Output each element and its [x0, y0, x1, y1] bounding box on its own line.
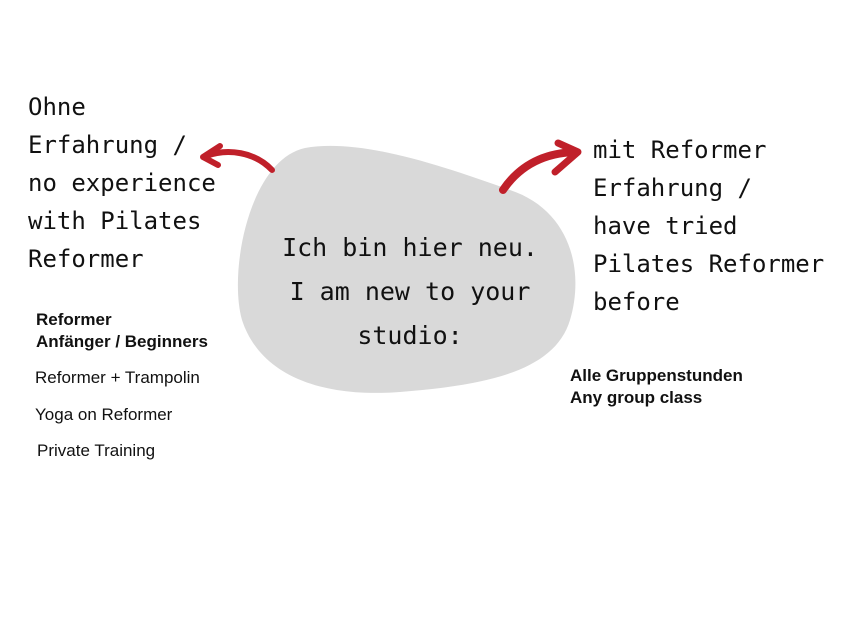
- left-heading: Ohne Erfahrung / no experience with Pila…: [28, 88, 216, 278]
- right-primary-class: Alle Gruppenstunden Any group class: [570, 365, 743, 409]
- arrow-right-icon: [499, 148, 579, 194]
- right-heading: mit Reformer Erfahrung / have tried Pila…: [593, 131, 824, 321]
- left-heading-line: Ohne: [28, 93, 86, 121]
- class-item: Reformer + Trampolin: [35, 368, 200, 387]
- left-heading-line: no experience: [28, 169, 216, 197]
- class-item: Private Training: [37, 441, 156, 460]
- class-line: Anfänger / Beginners: [36, 332, 208, 351]
- center-blob: [237, 145, 576, 393]
- right-heading-line: Pilates Reformer: [593, 250, 825, 278]
- left-heading-line: Erfahrung /: [28, 131, 187, 159]
- class-line: Any group class: [570, 388, 703, 407]
- left-primary-class: Reformer Anfänger / Beginners: [36, 309, 208, 353]
- right-heading-line: have tried: [593, 212, 738, 240]
- right-heading-line: mit Reformer: [593, 136, 767, 164]
- class-line: Alle Gruppenstunden: [570, 366, 743, 385]
- center-line: studio:: [357, 321, 463, 350]
- arrow-right-head-icon: [551, 139, 582, 176]
- left-heading-line: Reformer: [28, 245, 144, 273]
- right-heading-line: before: [593, 288, 680, 316]
- center-text: Ich bin hier neu. I am new to your studi…: [270, 226, 550, 358]
- arrow-left-head-icon: [200, 143, 223, 168]
- left-heading-line: with Pilates: [28, 207, 202, 235]
- center-line: I am new to your: [289, 277, 531, 306]
- class-line: Reformer: [36, 310, 112, 329]
- right-heading-line: Erfahrung /: [593, 174, 752, 202]
- center-line: Ich bin hier neu.: [282, 233, 538, 262]
- class-item: Yoga on Reformer: [35, 405, 173, 424]
